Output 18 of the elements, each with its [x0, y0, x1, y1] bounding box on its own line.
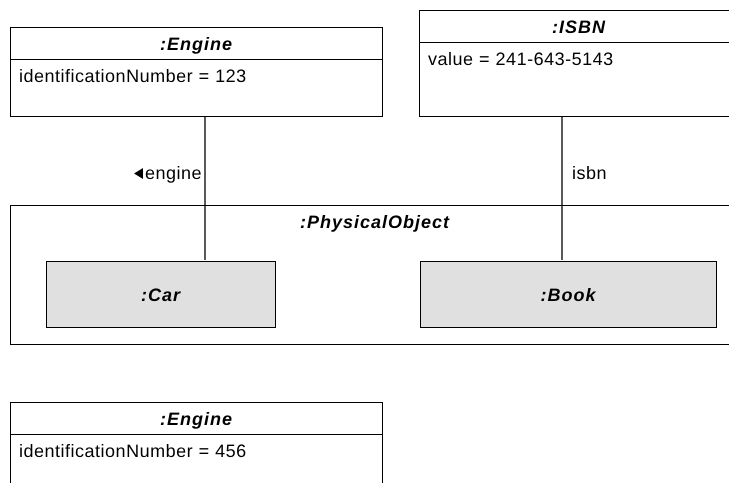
object-name: :PhysicalObject	[300, 213, 450, 231]
connector-line	[561, 117, 563, 260]
attribute-text: identificationNumber = 456	[19, 441, 247, 462]
object-box	[46, 261, 276, 328]
object-name: :Engine	[160, 35, 233, 53]
object-box	[420, 261, 717, 328]
attribute-text: value = 241-643-5143	[428, 49, 614, 70]
connector-line	[204, 117, 206, 260]
object-box	[10, 27, 383, 117]
object-name: :Book	[540, 286, 596, 304]
object-box	[10, 402, 383, 483]
container-box	[10, 205, 729, 345]
object-name: :Engine	[160, 410, 233, 428]
object-box	[419, 10, 729, 117]
edge-label: engine	[144, 164, 202, 184]
object-name: :Car	[140, 286, 181, 304]
attribute-text: identificationNumber = 123	[19, 66, 247, 87]
object-name: :ISBN	[552, 18, 606, 36]
